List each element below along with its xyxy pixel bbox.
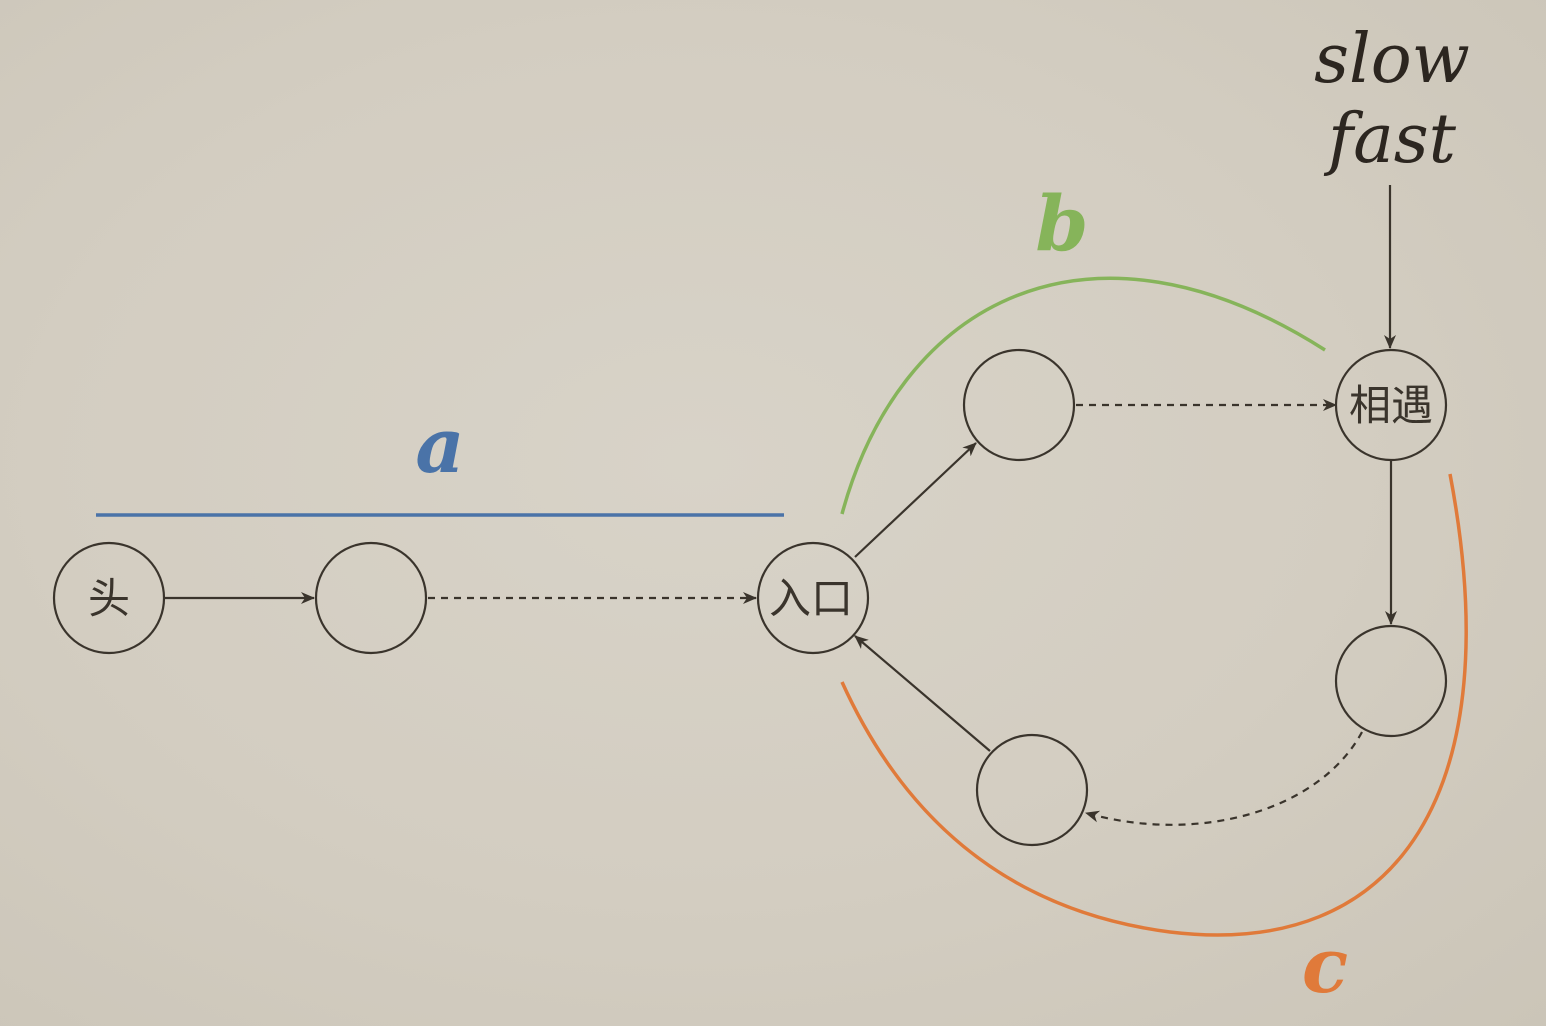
edge-bottom-to-entry <box>854 635 991 752</box>
node-head-label: 头 <box>88 574 130 623</box>
label-b: b <box>1035 179 1088 268</box>
node-meet-label: 相遇 <box>1349 381 1433 430</box>
label-fast: fast <box>1323 100 1457 179</box>
node-entry <box>756 541 870 655</box>
node-head <box>52 541 166 655</box>
arc-c <box>840 473 1468 937</box>
node-top <box>962 348 1076 462</box>
edge-entry-to-top <box>854 442 977 558</box>
arc-b <box>840 276 1326 515</box>
node-bottom <box>975 733 1089 847</box>
node-2 <box>314 541 428 655</box>
label-a: a <box>415 401 464 490</box>
node-meet <box>1334 348 1448 462</box>
label-c: c <box>1302 921 1348 1010</box>
node-right <box>1334 624 1448 738</box>
label-slow: slow <box>1314 20 1470 99</box>
edge-right-to-bottom <box>1085 731 1363 826</box>
node-entry-label: 入口 <box>769 574 853 623</box>
